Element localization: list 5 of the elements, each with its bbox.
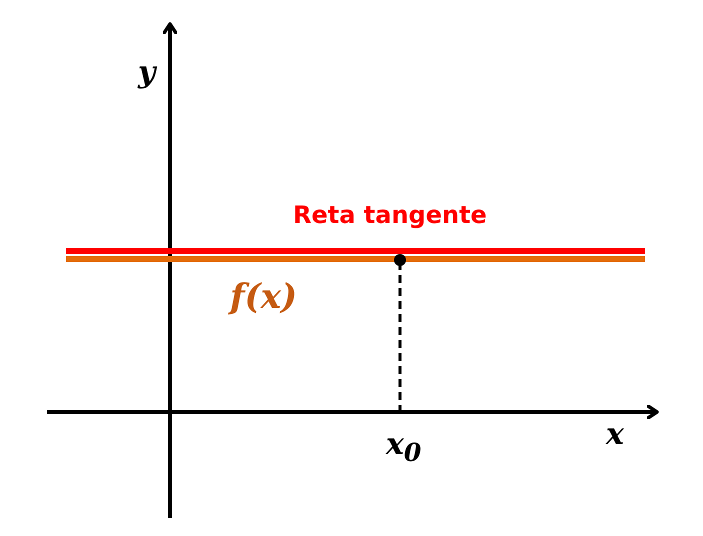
y-axis-label: y (138, 58, 156, 88)
x0-label: x$_{0}$ (386, 430, 422, 465)
x-axis-label: x (606, 420, 624, 450)
tangent-line-label: Reta tangente (293, 203, 487, 227)
function-label: f(x) (230, 280, 298, 314)
